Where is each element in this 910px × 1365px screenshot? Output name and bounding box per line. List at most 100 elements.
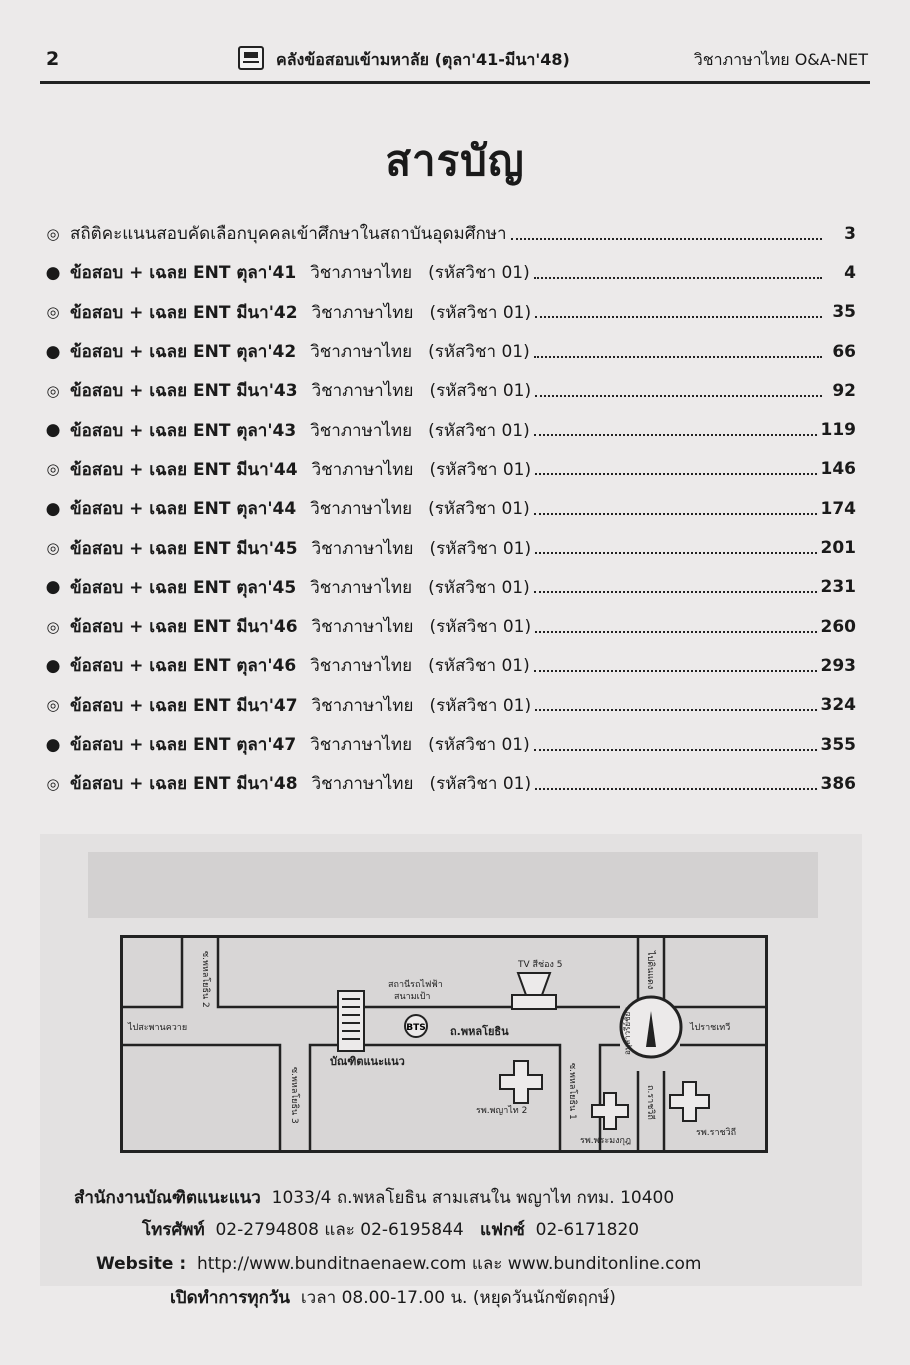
fax-number: 02-6171820 xyxy=(535,1220,640,1240)
dot-leader xyxy=(533,424,817,437)
toc-entry-title: ข้อสอบ + เฉลย ENT มีนา'48 xyxy=(70,774,298,795)
toc-entry-subject: วิชาภาษาไทย xyxy=(310,656,413,677)
website-label: Website : xyxy=(96,1254,187,1274)
office-label: สำนักงานบัณฑิตแนะแนว xyxy=(74,1188,261,1208)
toc-entry-code: (รหัสวิชา 01) xyxy=(428,342,530,363)
map-label-up: ไปดินแดง xyxy=(645,950,656,989)
toc-entry-page: 92 xyxy=(832,380,856,401)
toc-entry[interactable]: ◎ ข้อสอบ + เฉลย ENT มีนา'47 วิชาภาษาไทย (รห… xyxy=(42,686,856,725)
toc-entry-title: ข้อสอบ + เฉลย ENT ตุลา'41 xyxy=(70,263,297,284)
dot-leader xyxy=(535,542,817,555)
toc-entry-page: 4 xyxy=(844,262,856,283)
bts-label: BTS xyxy=(406,1023,425,1033)
toc-entry-subject: วิชาภาษาไทย xyxy=(311,774,414,795)
contact-hours-row: เปิดทำการทุกวัน เวลา 08.00-17.00 น. (หยุ… xyxy=(170,1284,616,1311)
toc-entry-subject: วิชาภาษาไทย xyxy=(310,342,413,363)
book-title: คลังข้อสอบเข้ามหาลัย (ตุลา'41-มีนา'48) xyxy=(276,50,570,69)
toc-entry-subject: วิชาภาษาไทย xyxy=(311,538,414,559)
target-bullet-icon: ◎ xyxy=(46,539,60,558)
toc-entry-page: 386 xyxy=(820,773,857,794)
dot-leader xyxy=(533,739,817,751)
hours-label: เปิดทำการทุกวัน xyxy=(170,1288,291,1308)
contact-web-row: Website : http://www.bunditnaenaew.com แ… xyxy=(96,1250,701,1277)
toc-entry-subject: วิชาภาษาไทย xyxy=(311,695,414,716)
toc-entry[interactable]: ● ข้อสอบ + เฉลย ENT ตุลา'43 วิชาภาษาไทย (รห… xyxy=(42,410,856,449)
toc-entry-subject: วิชาภาษาไทย xyxy=(310,735,413,755)
contact-phone-row: โทรศัพท์ 02-2794808 และ 02-6195844 แฟกซ์… xyxy=(142,1216,639,1243)
toc-entry-subject: วิชาภาษาไทย xyxy=(311,459,414,480)
toc-entry-code: (รหัสวิชา 01) xyxy=(428,577,530,598)
toc-entry-code: (รหัสวิชา 01) xyxy=(428,499,530,520)
map-office-label: บัณฑิตแนะแนว xyxy=(330,1055,405,1068)
toc-entry-title: ข้อสอบ + เฉลย ENT ตุลา'43 xyxy=(70,420,297,441)
toc-entry[interactable]: ● ข้อสอบ + เฉลย ENT ตุลา'42 วิชาภาษาไทย (รห… xyxy=(42,332,856,371)
dot-leader xyxy=(535,621,817,633)
toc-entry[interactable]: ◎ สถิติคะแนนสอบคัดเลือกบุคคลเข้าศึกษาในสถ… xyxy=(42,214,856,253)
toc-entry-subject: วิชาภาษาไทย xyxy=(310,263,413,284)
website-links[interactable]: http://www.bunditnaenaew.com และ www.bun… xyxy=(196,1254,702,1274)
page-header: 2 คลังข้อสอบเข้ามหาลัย (ตุลา'41-มีนา'48)… xyxy=(40,40,870,84)
toc-entry-title: ข้อสอบ + เฉลย ENT มีนา'47 xyxy=(70,695,298,716)
toc-entry-page: 3 xyxy=(844,223,856,244)
page-number: 2 xyxy=(46,48,60,70)
toc-entry-code: (รหัสวิชา 01) xyxy=(429,459,532,480)
filled-bullet-icon: ● xyxy=(45,420,61,441)
tv-station-icon xyxy=(511,972,557,1010)
target-bullet-icon: ◎ xyxy=(46,224,60,243)
toc-entry-page: 146 xyxy=(820,459,857,480)
dot-leader xyxy=(533,581,817,594)
phone-label: โทรศัพท์ xyxy=(142,1220,205,1240)
toc-entry-title: ข้อสอบ + เฉลย ENT ตุลา'42 xyxy=(70,342,297,363)
toc-entry-code: (รหัสวิชา 01) xyxy=(429,695,532,716)
toc-entry-subject: วิชาภาษาไทย xyxy=(311,381,414,402)
map-monument-label: อนุสาวรีย์ชัยฯ xyxy=(622,1007,632,1055)
toc-entry-page: 66 xyxy=(832,341,856,362)
map-bts-station-1: สถานีรถไฟฟ้า xyxy=(388,979,443,990)
toc-entry-code: (รหัสวิชา 01) xyxy=(428,420,530,441)
map-bts-station-2: สนามเป้า xyxy=(394,991,430,1002)
toc-entry-title: สถิติคะแนนสอบคัดเลือกบุคคลเข้าศึกษาในสถา… xyxy=(70,224,507,245)
toc-entry-title: ข้อสอบ + เฉลย ENT มีนา'46 xyxy=(70,617,298,638)
target-bullet-icon: ◎ xyxy=(46,460,60,479)
toc-entry-code: (รหัสวิชา 01) xyxy=(428,263,530,284)
hospital-phramongkut-icon xyxy=(591,1092,629,1130)
dot-leader xyxy=(533,503,817,515)
toc-entry-page: 324 xyxy=(820,695,857,716)
hospital-icons xyxy=(499,1060,710,1130)
dot-leader xyxy=(535,306,822,319)
map-label-left: ไปสะพานควาย xyxy=(127,1022,187,1033)
map-road-main: ถ.พหลโยธิน xyxy=(450,1024,509,1038)
dot-leader xyxy=(535,778,817,790)
target-bullet-icon: ◎ xyxy=(46,696,60,715)
faded-banner xyxy=(88,852,818,918)
toc-entry-title: ข้อสอบ + เฉลย ENT ตุลา'44 xyxy=(70,499,297,520)
toc-entry-code: (รหัสวิชา 01) xyxy=(429,538,532,559)
target-bullet-icon: ◎ xyxy=(46,774,60,793)
map-tv-channel: TV สีช่อง 5 xyxy=(517,959,563,970)
target-bullet-icon: ◎ xyxy=(46,617,60,636)
map-hosp-ratchawithi: รพ.ราชวิถี xyxy=(696,1127,736,1138)
map-road-ratchawithi: ถ.ราชวิถี xyxy=(645,1085,656,1120)
filled-bullet-icon: ● xyxy=(45,341,61,362)
toc-entry-title: ข้อสอบ + เฉลย ENT มีนา'43 xyxy=(70,381,298,402)
toc-entry-subject: วิชาภาษาไทย xyxy=(311,302,414,323)
office-building-icon xyxy=(337,990,365,1052)
hospital-phayathai-icon xyxy=(499,1060,543,1104)
bts-icon xyxy=(404,1014,428,1038)
monument-icon xyxy=(646,1011,656,1047)
toc-heading: สารบัญ xyxy=(385,136,525,185)
toc-entry-subject: วิชาภาษาไทย xyxy=(310,420,413,441)
dot-leader xyxy=(535,385,822,397)
